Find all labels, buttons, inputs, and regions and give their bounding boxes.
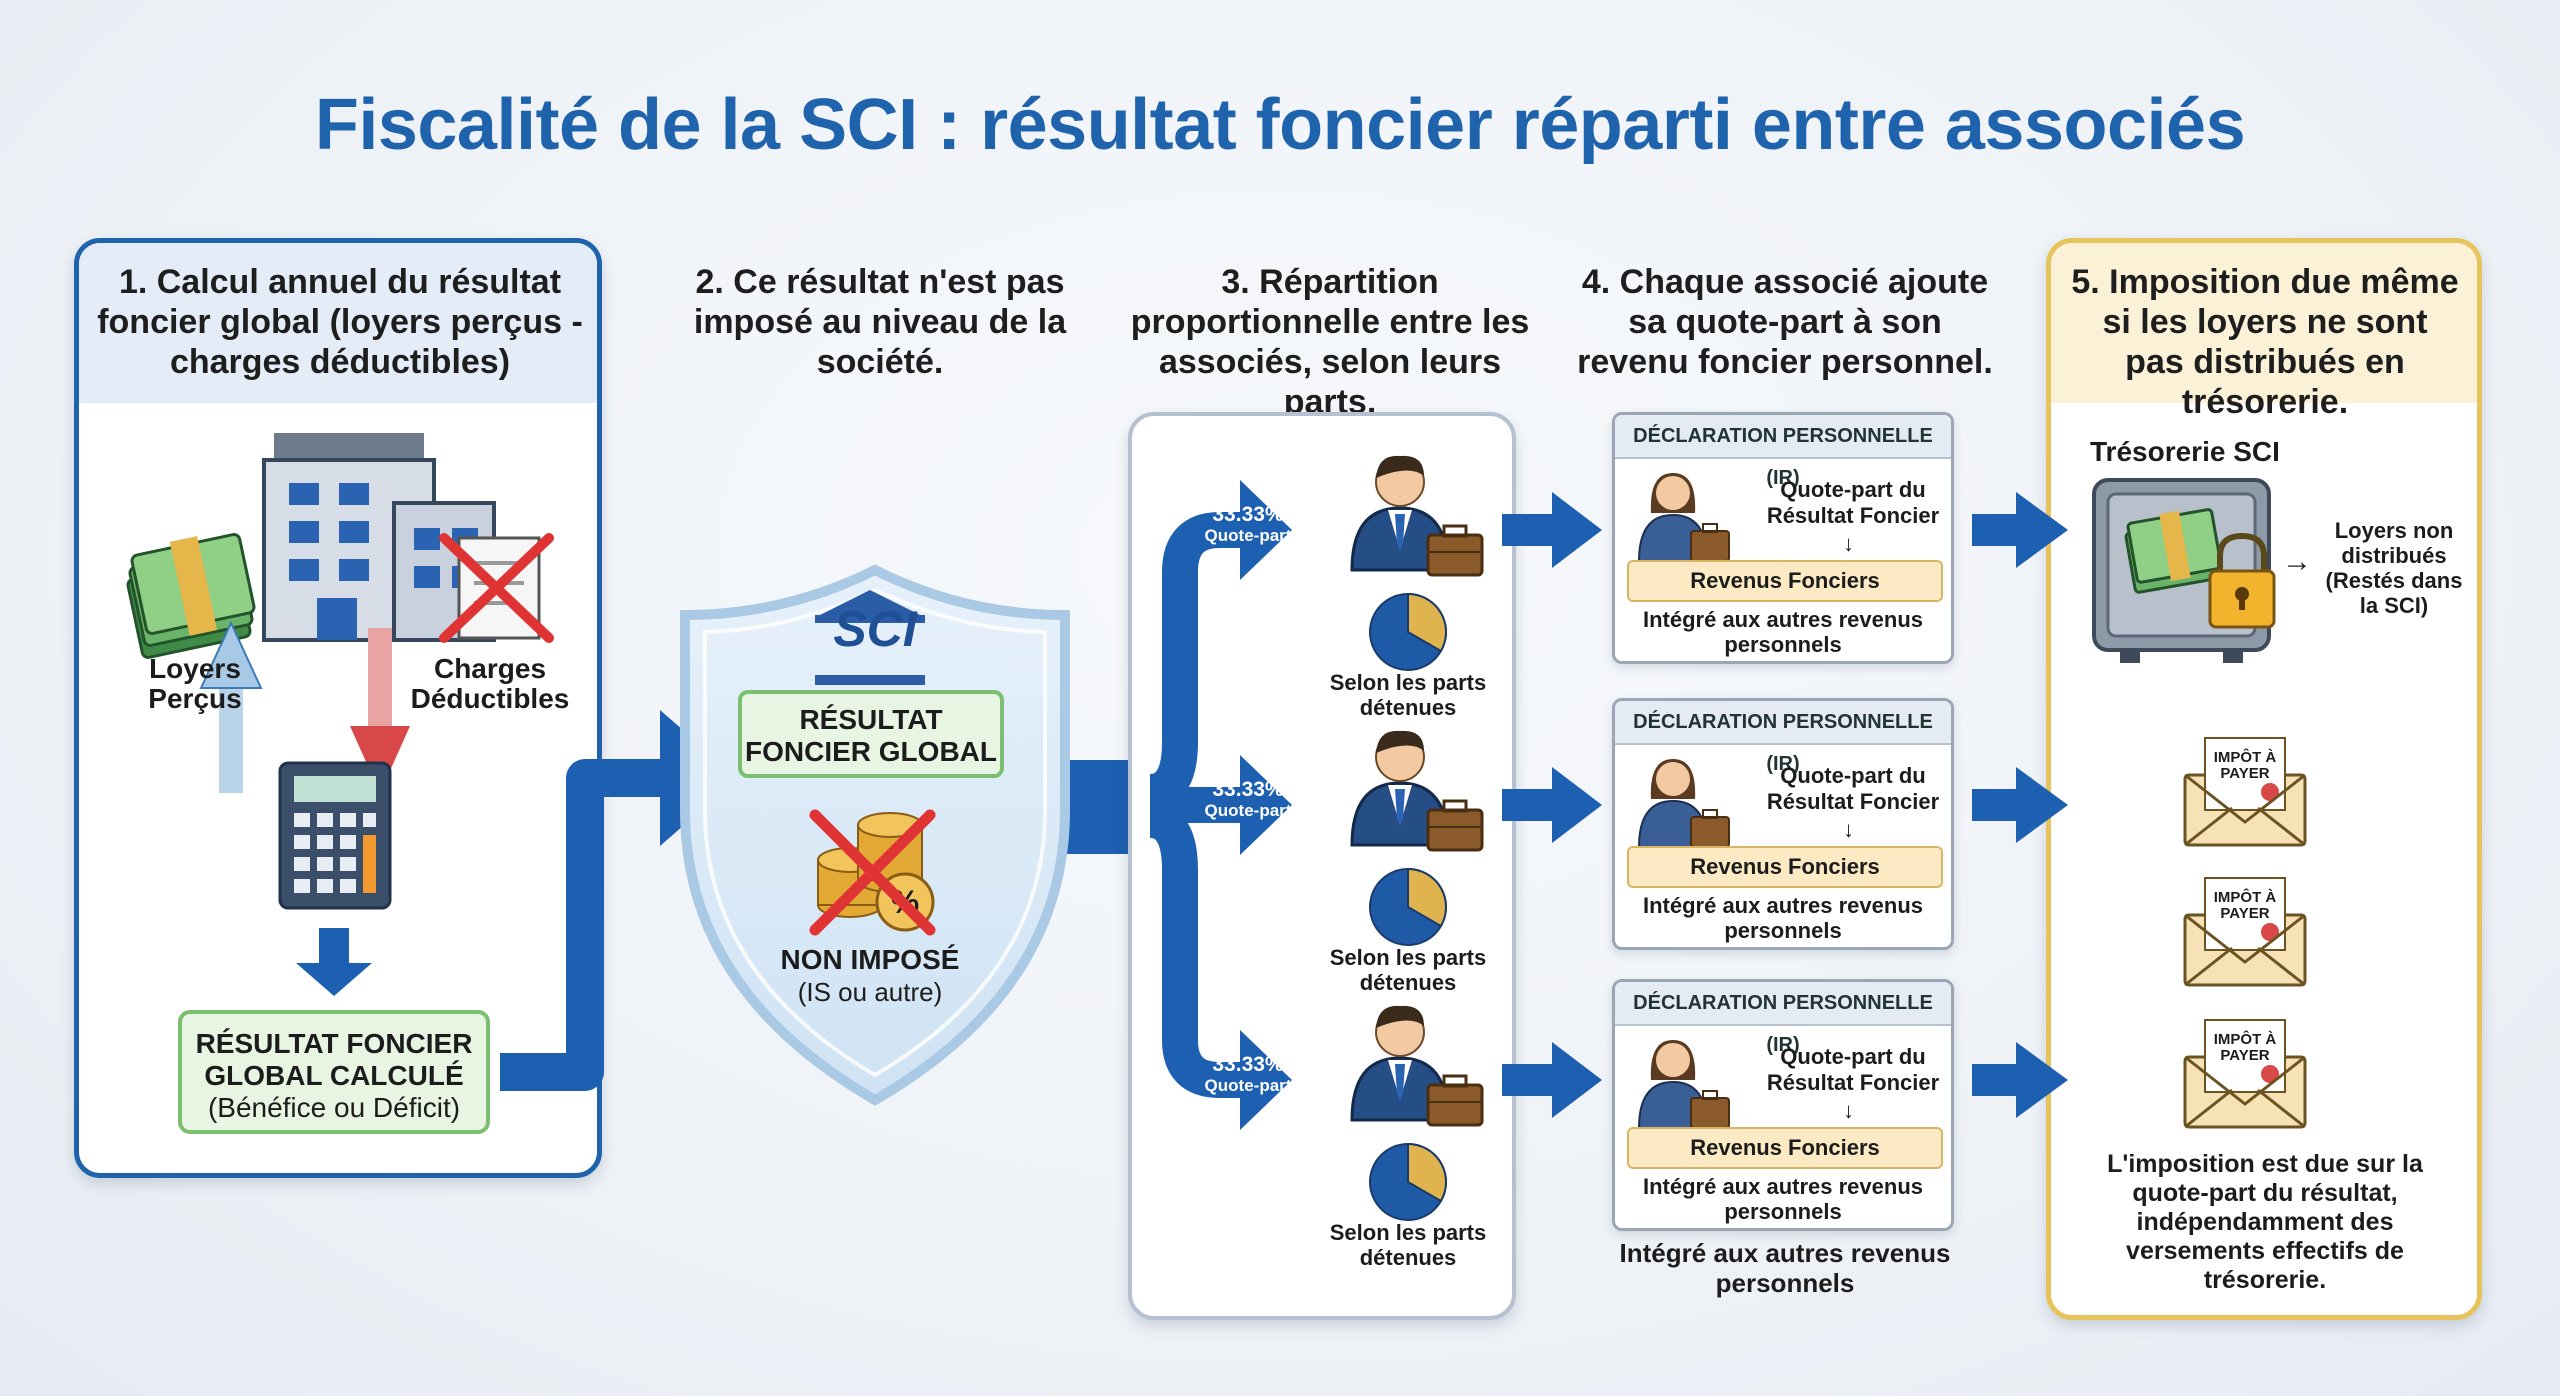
associate-1-icon-briefcase-icon [1426,524,1484,577]
building-icon [262,433,496,642]
arrow-right-icon: → [2282,545,2312,578]
crossed-coins-icon: % [809,809,936,936]
declaration-header: DÉCLARATION PERSONNELLE (IR) [1615,701,1951,775]
step1-header-band [79,243,597,403]
result-calcule-box: RÉSULTAT FONCIER GLOBAL CALCULÉ (Bénéfic… [178,1010,490,1134]
up-arrow-icon [199,620,263,793]
non-impose-label: NON IMPOSÉ [780,944,960,975]
step1-illustration [126,433,554,996]
down-arrow-small-icon: ↓ [1843,817,1854,842]
step1-panel [74,238,602,1178]
associate-3-icon [1350,1005,1450,1122]
declaration-person-svg [1637,473,1730,561]
resultat-global-box: RÉSULTAT FONCIER GLOBAL [738,690,1004,778]
revenus-fonciers-label: Revenus Fonciers [1627,1127,1943,1169]
step3-heading: 3. Répartition proportionnelle entre les… [1130,263,1530,421]
associate-3-icon-briefcase-icon [1426,1074,1484,1127]
woman-icon-briefcase-icon [1690,809,1730,847]
down-arrow-small-icon: ↓ [1843,1098,1854,1123]
arrow-to-declaration-3 [1502,1042,1602,1118]
woman-icon-briefcase-icon [1690,1090,1730,1128]
associate-share-value: 33.33% [1212,1053,1284,1076]
money-stack-icon [126,533,256,659]
revenus-fonciers-label: Revenus Fonciers [1627,560,1943,602]
declaration-card-1: DÉCLARATION PERSONNELLE (IR)Quote-part d… [1612,412,1954,664]
result-calcule-title: RÉSULTAT FONCIER GLOBAL CALCULÉ [195,1028,473,1091]
step4-heading: 4. Chaque associé ajoute sa quote-part à… [1577,263,1993,381]
arrow-to-declaration-1 [1502,492,1602,568]
integre-label: Intégré aux autres revenus personnels [1642,1174,1923,1224]
tresorerie-label: Trésorerie SCI [2090,436,2280,467]
calculator-icon [278,761,392,910]
loyers-percus-label: Loyers Perçus [148,653,242,714]
quote-part-label: Quote-part du Résultat Foncier [1766,1044,1940,1095]
associate-2-share: 33.33%Quote-part [1168,779,1328,821]
declaration-person-svg [1637,759,1730,847]
charges-deductibles-label: Charges Déductibles [410,653,570,714]
associate-2-parts-label: Selon les parts détenues [1329,945,1487,995]
step3-illustration [1148,455,1484,1221]
arrow-to-declaration-2 [1502,767,1602,843]
step5-footer: L'imposition est due sur la quote-part d… [2107,1150,2423,1294]
declaration-person-svg [1637,1040,1730,1128]
declaration-card-2: DÉCLARATION PERSONNELLE (IR)Quote-part d… [1612,698,1954,950]
woman-icon [1637,1040,1709,1128]
declaration-header: DÉCLARATION PERSONNELLE (IR) [1615,415,1951,489]
down-arrow-icon [350,628,410,793]
declaration-header: DÉCLARATION PERSONNELLE (IR) [1615,982,1951,1056]
arrow-to-imposition-3 [1972,1042,2068,1118]
result-calcule-sub: (Bénéfice ou Déficit) [207,1092,461,1123]
integre-label: Intégré aux autres revenus personnels [1642,607,1923,657]
arrow-to-imposition-2 [1972,767,2068,843]
declaration-card-3: DÉCLARATION PERSONNELLE (IR)Quote-part d… [1612,979,1954,1231]
tax-envelope-icon-2 [2183,877,2307,987]
associate-2-icon-briefcase-icon [1426,799,1484,852]
associate-1-pie [1369,592,1447,671]
impot-a-payer-label: IMPÔT À PAYER [2213,889,2277,922]
woman-icon-briefcase-icon [1690,523,1730,561]
bank-icon [815,590,925,685]
associate-2-icon [1350,730,1450,847]
integre-label: Intégré aux autres revenus personnels [1642,893,1923,943]
quote-part-label: Quote-part du Résultat Foncier [1766,763,1940,814]
associate-share-value: 33.33% [1212,778,1284,801]
quote-part-label: Quote-part du Résultat Foncier [1766,477,1940,528]
revenus-fonciers-label: Revenus Fonciers [1627,846,1943,888]
resultat-global-label: RÉSULTAT FONCIER GLOBAL [745,704,997,767]
loyers-non-distribues-label: Loyers non distribués (Restés dans la SC… [2325,518,2463,618]
step2-heading: 2. Ce résultat n'est pas imposé au nivea… [693,263,1067,381]
tax-envelope-icon-3 [2183,1019,2307,1129]
step4-footer: Intégré aux autres revenus personnels [1619,1238,1951,1298]
associate-2-pie [1369,867,1447,946]
impot-a-payer-label: IMPÔT À PAYER [2213,1031,2277,1064]
crossed-receipt-icon [439,533,554,643]
down-arrow-small-icon: ↓ [1843,531,1854,556]
impot-a-payer-label: IMPÔT À PAYER [2213,749,2277,782]
safe-icon [2092,478,2276,663]
associate-3-pie [1369,1142,1447,1221]
associate-share-quote: Quote-part [1204,1076,1292,1095]
tax-envelope-icon-1 [2183,737,2307,847]
associate-1-parts-label: Selon les parts détenues [1329,670,1487,720]
associate-3-parts-label: Selon les parts détenues [1329,1220,1487,1270]
step1-heading: 1. Calcul annuel du résultat foncier glo… [97,263,583,381]
sci-label: SCI [833,601,917,657]
result-down-arrow-icon [296,928,372,996]
arrow-to-imposition-1 [1972,492,2068,568]
associate-share-value: 33.33% [1212,503,1284,526]
associate-share-quote: Quote-part [1204,801,1292,820]
page-title: Fiscalité de la SCI : résultat foncier r… [314,85,2246,165]
associate-share-quote: Quote-part [1204,526,1292,545]
flow-arrow-1 [500,759,665,1091]
step5-header-band [2051,243,2477,403]
associate-3-share: 33.33%Quote-part [1168,1054,1328,1096]
step5-heading: 5. Imposition due même si les loyers ne … [2071,263,2459,421]
associate-1-share: 33.33%Quote-part [1168,504,1328,546]
non-impose-sub: (IS ou autre) [797,977,943,1007]
